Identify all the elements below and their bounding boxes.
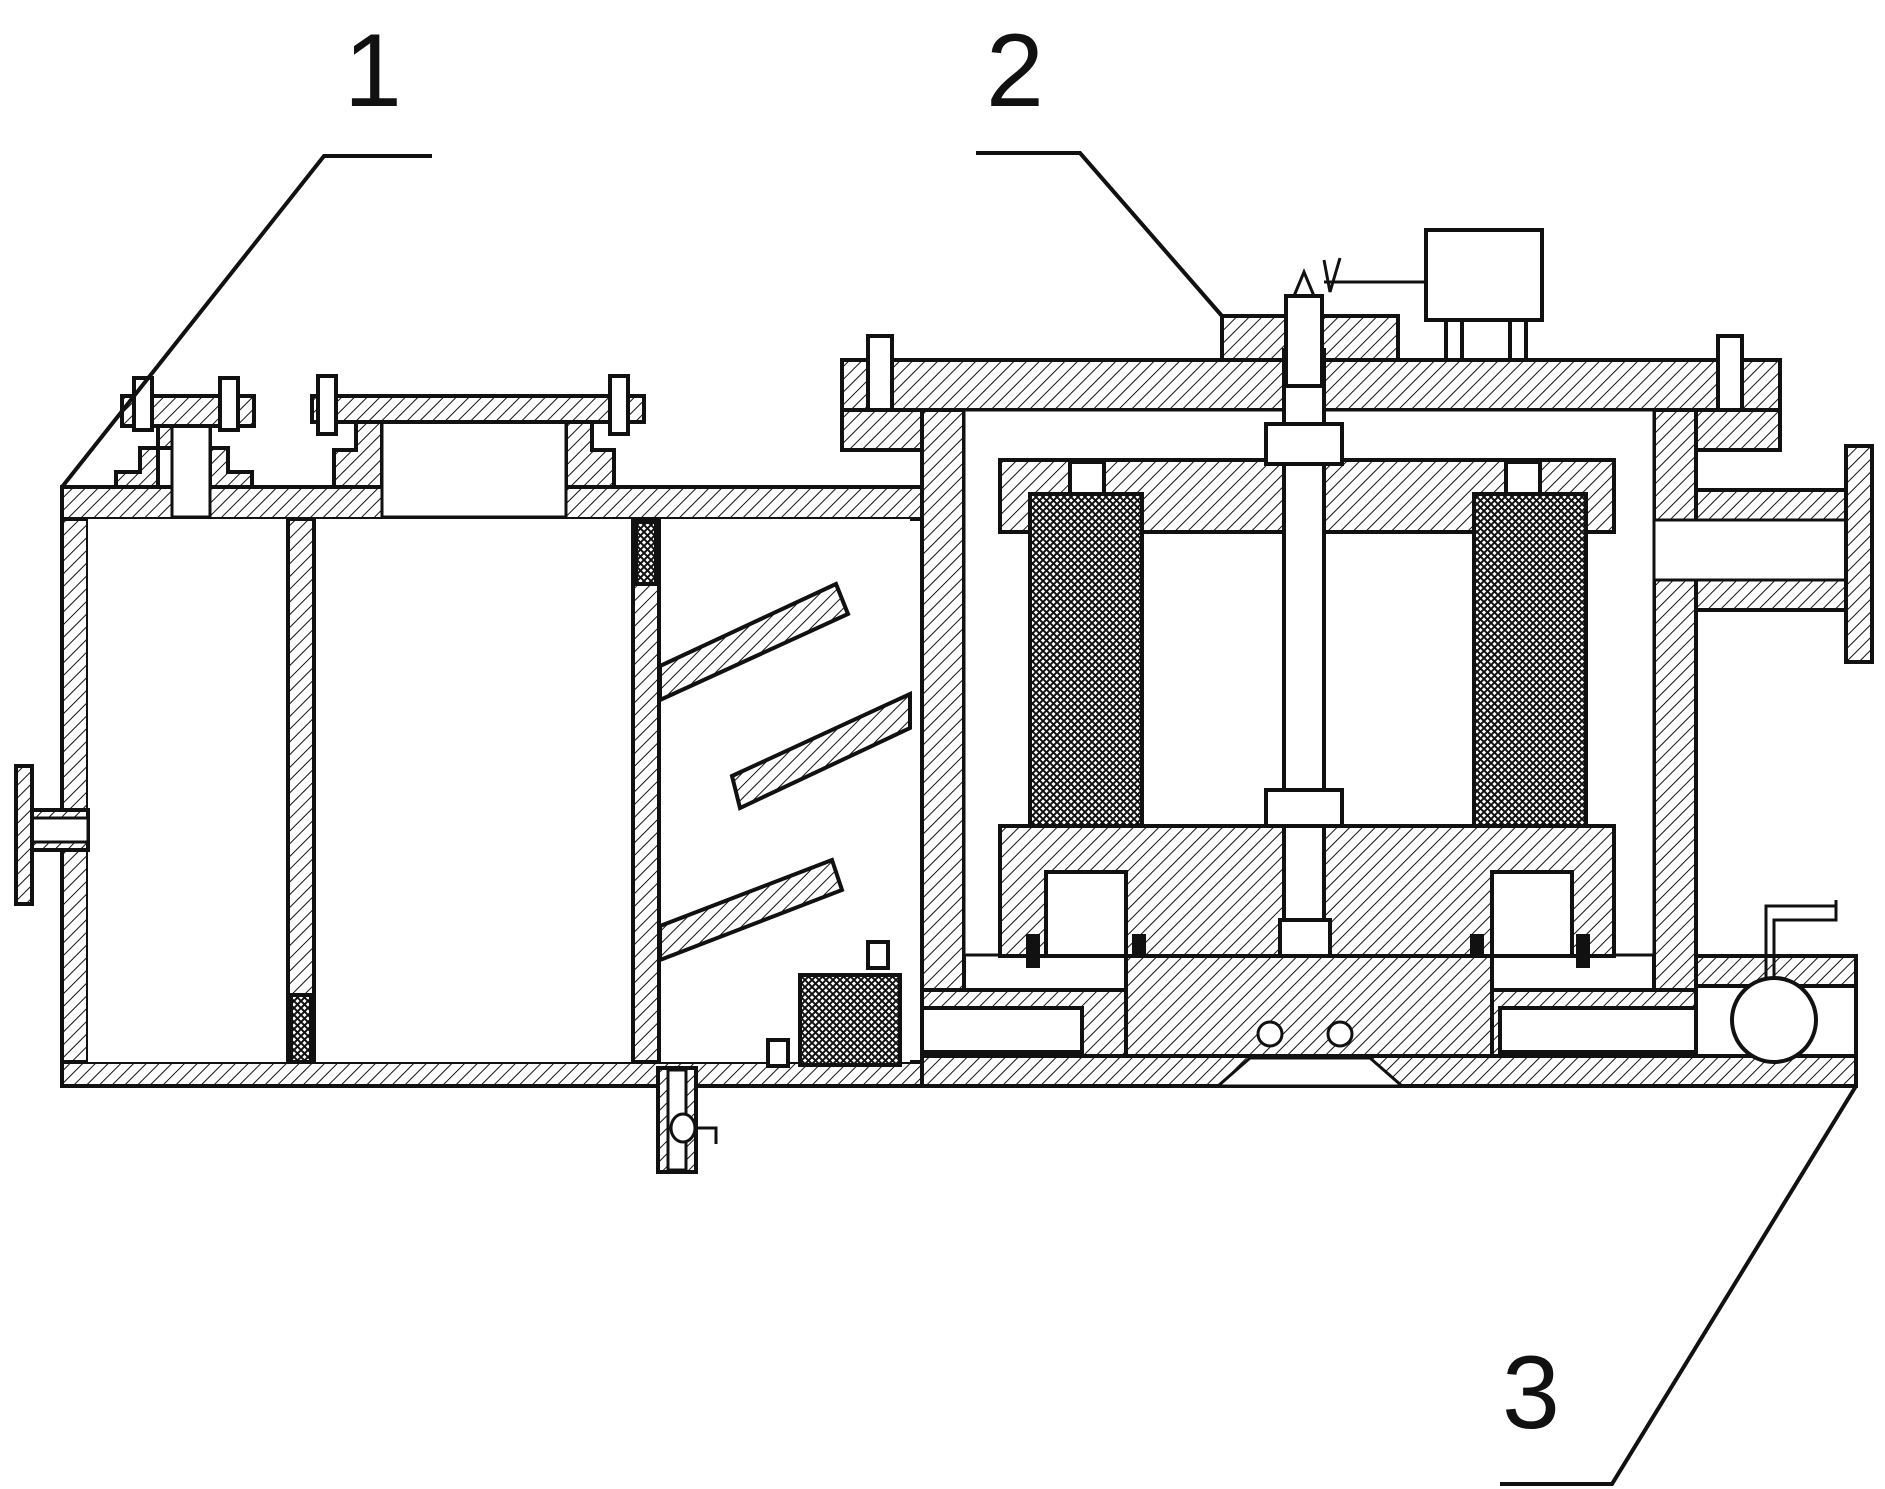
lower-block-cutout-right	[1490, 870, 1574, 958]
callout-1: 1	[344, 13, 402, 129]
side-flange-right	[1694, 408, 1782, 452]
side-flange-left	[840, 408, 926, 452]
magnet-column-right	[1472, 492, 1588, 866]
shaft-top-fitting	[1284, 294, 1324, 388]
junction-bolt-lower	[766, 1038, 790, 1068]
seal-ring-left-a	[1026, 934, 1040, 968]
callout-2: 2	[986, 13, 1044, 129]
ball-valve	[1730, 976, 1818, 1064]
partition-1	[286, 517, 316, 1064]
inlet-pipe-bore	[28, 816, 90, 844]
large-port-bolt-left	[316, 374, 338, 436]
outlet-pipe-bore	[1652, 518, 1848, 582]
drain-valve-handle	[696, 1126, 718, 1144]
base-upper-rail	[1694, 954, 1858, 988]
upper-plate-bolt-right	[1504, 460, 1542, 498]
shaft-collar-lower	[1264, 788, 1344, 828]
base-center-block	[1124, 954, 1494, 1058]
bearing-right	[1326, 1020, 1354, 1048]
leader-line-1	[60, 154, 432, 489]
junction-bolt-upper	[866, 940, 890, 970]
shaft-collar-upper	[1264, 422, 1344, 466]
baffle-middle	[729, 690, 912, 811]
housing-wall-right	[1652, 408, 1698, 992]
partition-2-seal	[634, 520, 658, 586]
bearing-left	[1256, 1020, 1284, 1048]
shaft-top-tip	[1292, 268, 1316, 297]
small-port-bore	[170, 418, 212, 519]
sensor-arm-hook	[1322, 257, 1342, 293]
base-assembly	[920, 900, 1858, 1088]
outlet-flange	[1844, 444, 1874, 664]
baffle-lower	[658, 857, 845, 963]
left-tank-inner-chamber	[88, 519, 910, 1062]
large-port-cover	[310, 394, 646, 424]
small-port-bolt-right	[218, 376, 240, 432]
upper-plate-bolt-left	[1068, 460, 1106, 498]
inlet-flange	[14, 764, 34, 906]
sensor-leg-right	[1508, 318, 1528, 362]
leader-line-3	[1500, 1084, 1858, 1486]
base-channel-left-bore	[920, 1006, 1084, 1054]
large-port-bolt-right	[608, 374, 630, 436]
baffle-upper	[658, 581, 851, 704]
partition-2	[631, 517, 661, 1064]
flange-bolt-right	[1716, 334, 1744, 424]
partition-1-seal	[289, 993, 313, 1064]
housing-wall-left	[920, 408, 966, 992]
callout-3: 3	[1502, 1335, 1560, 1451]
left-tank-wall-bottom	[60, 1060, 924, 1088]
base-center-notch	[1214, 1056, 1406, 1088]
base-channel-right-bore	[1498, 1006, 1698, 1054]
filter-block	[798, 973, 902, 1067]
lower-block-cutout-left	[1044, 870, 1128, 958]
left-tank-assembly	[14, 374, 924, 1174]
large-port-bore	[380, 418, 568, 519]
magnet-column-left	[1028, 492, 1144, 866]
left-tank-wall-left	[60, 485, 90, 1087]
seal-ring-right-b	[1576, 934, 1590, 968]
drain-valve-knob	[669, 1112, 697, 1144]
sensor-leg-left	[1444, 318, 1464, 362]
sensor-box	[1424, 228, 1544, 322]
ball-valve-stem	[1772, 900, 1838, 978]
ball-valve-stem-2	[1764, 904, 1836, 978]
pump-housing-assembly	[840, 228, 1874, 1058]
leader-line-2	[976, 151, 1224, 318]
